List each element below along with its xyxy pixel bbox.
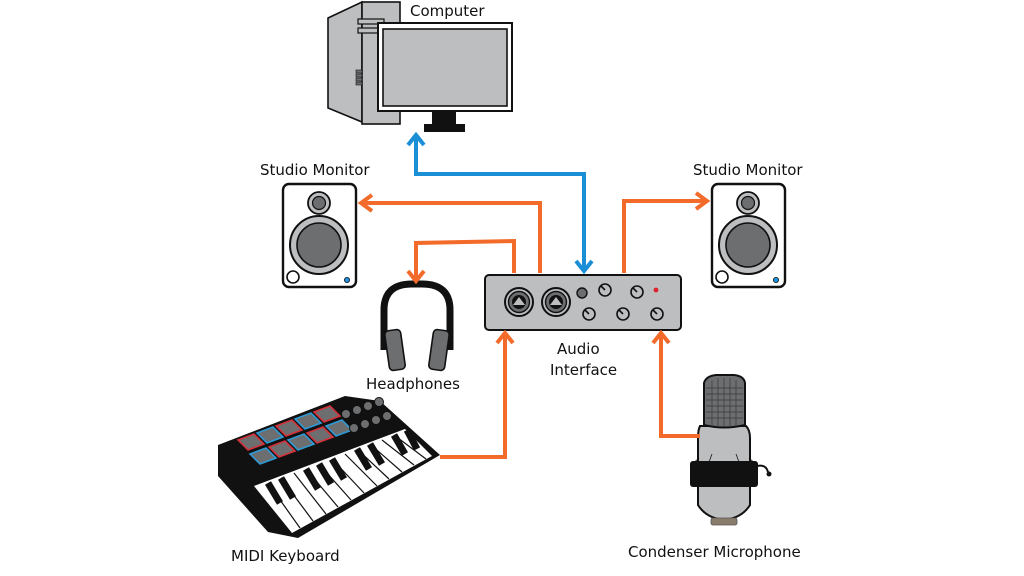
- computer-display-icon: [377, 22, 513, 132]
- connection-usb-computer-interface[interactable]: [406, 131, 594, 275]
- headphones-label: Headphones: [366, 375, 460, 393]
- arrowhead-right-icon: [694, 191, 711, 211]
- keyboard-knobs: [341, 397, 392, 433]
- audio-interface-icon: [484, 274, 682, 331]
- audio-cable-line: [659, 333, 700, 438]
- combo-input-jack-2-icon: [541, 287, 571, 317]
- audio-cable-line: [440, 333, 507, 459]
- headphones-node[interactable]: Headphones: [366, 280, 460, 393]
- audio-interface-node[interactable]: Audio Interface: [484, 274, 682, 379]
- condenser-microphone-icon: [689, 374, 772, 526]
- connection-keyboard-to-interface[interactable]: [440, 329, 515, 459]
- connection-microphone-to-interface[interactable]: [651, 329, 700, 438]
- audio-interface-label-line1: Audio: [557, 340, 600, 358]
- studio-monitor-right-label: Studio Monitor: [693, 161, 803, 179]
- button-icon: [576, 287, 588, 299]
- microphone-node[interactable]: Condenser Microphone: [628, 374, 801, 561]
- arrowhead-up-icon: [495, 329, 515, 345]
- knob-icon-group: [582, 283, 664, 321]
- midi-keyboard-node[interactable]: MIDI Keyboard: [218, 396, 440, 565]
- arrowhead-up-icon: [406, 131, 426, 147]
- arrowhead-down-icon: [574, 259, 594, 275]
- arrowhead-up-icon: [651, 329, 671, 345]
- arrowhead-left-icon: [357, 193, 374, 213]
- studio-monitor-left-icon: [281, 182, 358, 289]
- connection-interface-to-headphones[interactable]: [406, 238, 516, 285]
- usb-cable-line: [414, 136, 586, 271]
- studio-monitor-left-label: Studio Monitor: [260, 161, 370, 179]
- midi-keyboard-icon: [218, 396, 440, 538]
- studio-monitor-right-icon: [710, 182, 787, 289]
- connection-interface-to-right-monitor[interactable]: [622, 191, 711, 273]
- audio-interface-label-line2: Interface: [550, 361, 617, 379]
- studio-monitor-left-node[interactable]: Studio Monitor: [260, 161, 370, 289]
- connection-interface-to-left-monitor[interactable]: [357, 193, 542, 273]
- audio-cable-line: [362, 201, 542, 273]
- audio-cable-line: [622, 199, 706, 273]
- status-led-icon: [653, 287, 659, 293]
- studio-monitor-right-node[interactable]: Studio Monitor: [693, 161, 803, 289]
- combo-input-jack-1-icon: [504, 287, 534, 317]
- arrowhead-down-icon: [406, 269, 426, 285]
- computer-node[interactable]: Computer: [327, 0, 513, 132]
- headphones-icon: [380, 280, 454, 372]
- midi-keyboard-label: MIDI Keyboard: [231, 547, 340, 565]
- computer-label: Computer: [410, 2, 485, 20]
- audio-cable-line: [414, 238, 516, 280]
- microphone-label: Condenser Microphone: [628, 543, 801, 561]
